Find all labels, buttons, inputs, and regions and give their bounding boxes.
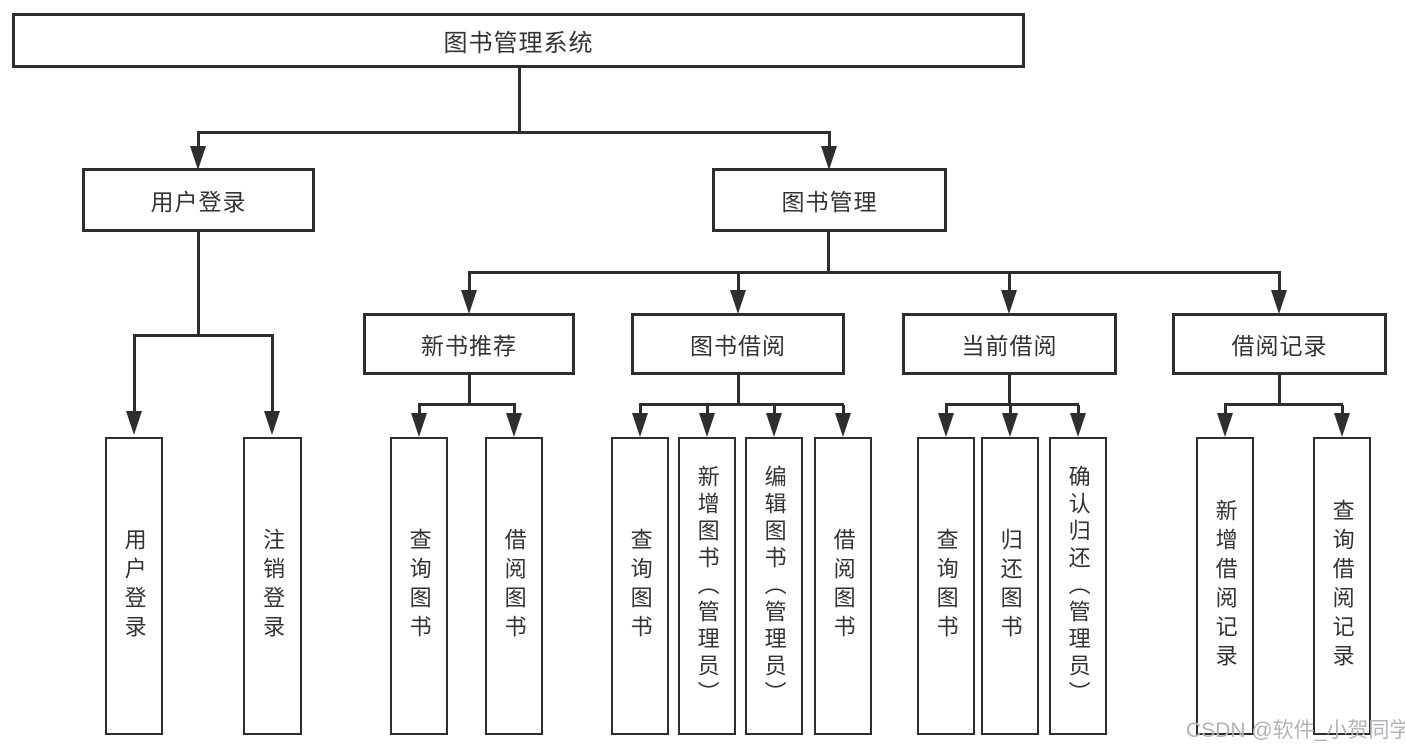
leaf-label: 新增借阅记录 <box>1212 499 1238 673</box>
connector-current-borrowing-rail <box>945 403 1079 406</box>
connector-drop-current-borrowing <box>1008 273 1011 292</box>
arrowhead-book-management <box>821 146 837 170</box>
connector-level2-rail <box>197 131 831 134</box>
leaf-bb-borrow-books: 借阅图书 <box>814 437 872 735</box>
node-label: 借阅记录 <box>1231 333 1328 359</box>
node-new-book-recommend: 新书推荐 <box>363 313 575 375</box>
leaf-cb-return-book: 归还图书 <box>981 437 1039 735</box>
arrowhead-bb-add <box>699 413 715 437</box>
leaf-label: 确认归还（管理员） <box>1065 464 1091 708</box>
leaf-nb-query-books: 查询图书 <box>390 437 448 735</box>
leaf-bb-add-book-admin: 新增图书（管理员） <box>678 437 736 735</box>
connector-level3-rail <box>468 271 1281 274</box>
leaf-label: 查询图书 <box>627 528 653 644</box>
leaf-label: 查询借阅记录 <box>1329 499 1355 673</box>
arrowhead-bb-edit <box>766 413 782 437</box>
connector-drop-cb-query <box>945 405 948 415</box>
arrowhead-user-login <box>190 146 206 170</box>
node-label: 图书管理系统 <box>443 30 594 57</box>
connector-new-book-rail <box>418 403 516 406</box>
node-book-management: 图书管理 <box>712 168 947 232</box>
connector-user-login-stem <box>197 232 200 336</box>
arrowhead-cb-query <box>938 413 954 437</box>
leaf-label: 借阅图书 <box>830 528 856 644</box>
arrowhead-cb-confirm <box>1070 413 1086 437</box>
connector-drop-borrowing-records <box>1278 273 1281 292</box>
connector-book-borrowing-rail <box>639 403 844 406</box>
connector-drop-bb-borrow <box>842 405 845 415</box>
arrowhead-leaf-logout <box>264 411 280 435</box>
node-label: 图书管理 <box>781 189 878 215</box>
node-label: 用户登录 <box>150 189 247 215</box>
leaf-user-login: 用户登录 <box>105 437 163 735</box>
leaf-nb-borrow-books: 借阅图书 <box>485 437 543 735</box>
connector-drop-book-borrowing <box>737 273 740 292</box>
node-label: 图书借阅 <box>690 333 786 359</box>
connector-drop-cb-confirm <box>1077 405 1080 415</box>
connector-user-login-rail <box>133 334 274 337</box>
arrowhead-nb-query <box>411 413 427 437</box>
leaf-cb-query-books: 查询图书 <box>917 437 975 735</box>
leaf-label: 用户登录 <box>121 528 147 644</box>
arrowhead-br-add <box>1217 413 1233 437</box>
connector-drop-bb-add <box>706 405 709 415</box>
node-library-management-system: 图书管理系统 <box>12 13 1025 68</box>
leaf-label: 查询图书 <box>933 528 959 644</box>
connector-drop-br-query <box>1341 405 1344 415</box>
connector-drop-nb-borrow <box>513 405 516 415</box>
arrowhead-cb-return <box>1002 413 1018 437</box>
leaf-bb-query-books: 查询图书 <box>611 437 669 735</box>
connector-root-stem <box>518 68 521 133</box>
node-user-login: 用户登录 <box>82 168 315 232</box>
node-current-borrowing: 当前借阅 <box>902 313 1117 375</box>
node-label: 当前借阅 <box>961 333 1058 359</box>
csdn-watermark: CSDN @软件_小贺同学 <box>1186 719 1405 742</box>
connector-drop-leaf-logout <box>271 336 274 412</box>
connector-drop-bb-query <box>639 405 642 415</box>
arrowhead-br-query <box>1334 413 1350 437</box>
leaf-cb-confirm-return-admin: 确认归还（管理员） <box>1049 437 1107 735</box>
arrowhead-new-book <box>461 290 477 314</box>
connector-drop-user-login <box>197 133 200 148</box>
leaf-br-query-record: 查询借阅记录 <box>1313 437 1371 735</box>
leaf-br-add-record: 新增借阅记录 <box>1196 437 1254 735</box>
arrowhead-nb-borrow <box>506 413 522 437</box>
leaf-label: 借阅图书 <box>501 528 527 644</box>
node-book-borrowing: 图书借阅 <box>631 313 845 375</box>
arrowhead-current-borrowing <box>1001 290 1017 314</box>
connector-drop-book-management <box>828 133 831 148</box>
arrowhead-book-borrowing <box>730 290 746 314</box>
connector-book-management-stem <box>827 232 830 273</box>
connector-drop-br-add <box>1224 405 1227 415</box>
leaf-label: 编辑图书（管理员） <box>761 464 787 708</box>
connector-borrowing-records-rail <box>1224 403 1343 406</box>
arrowhead-leaf-user-login <box>126 411 142 435</box>
leaf-logout: 注销登录 <box>243 437 302 735</box>
connector-drop-nb-query <box>418 405 421 415</box>
leaf-label: 注销登录 <box>260 528 286 644</box>
leaf-label: 查询图书 <box>406 528 432 644</box>
connector-drop-cb-return <box>1009 405 1012 415</box>
connector-drop-leaf-user-login <box>133 336 136 412</box>
connector-drop-bb-edit <box>773 405 776 415</box>
node-label: 新书推荐 <box>421 333 517 359</box>
connector-new-book-stem <box>468 375 471 405</box>
leaf-label: 新增图书（管理员） <box>694 464 720 708</box>
leaf-bb-edit-book-admin: 编辑图书（管理员） <box>745 437 803 735</box>
node-borrowing-records: 借阅记录 <box>1172 313 1387 375</box>
connector-current-borrowing-stem <box>1008 375 1011 405</box>
connector-book-borrowing-stem <box>737 375 740 405</box>
arrowhead-borrowing-records <box>1271 290 1287 314</box>
connector-borrowing-records-stem <box>1278 375 1281 405</box>
leaf-label: 归还图书 <box>997 528 1023 644</box>
arrowhead-bb-query <box>632 413 648 437</box>
connector-drop-new-book <box>468 273 471 292</box>
arrowhead-bb-borrow <box>835 413 851 437</box>
